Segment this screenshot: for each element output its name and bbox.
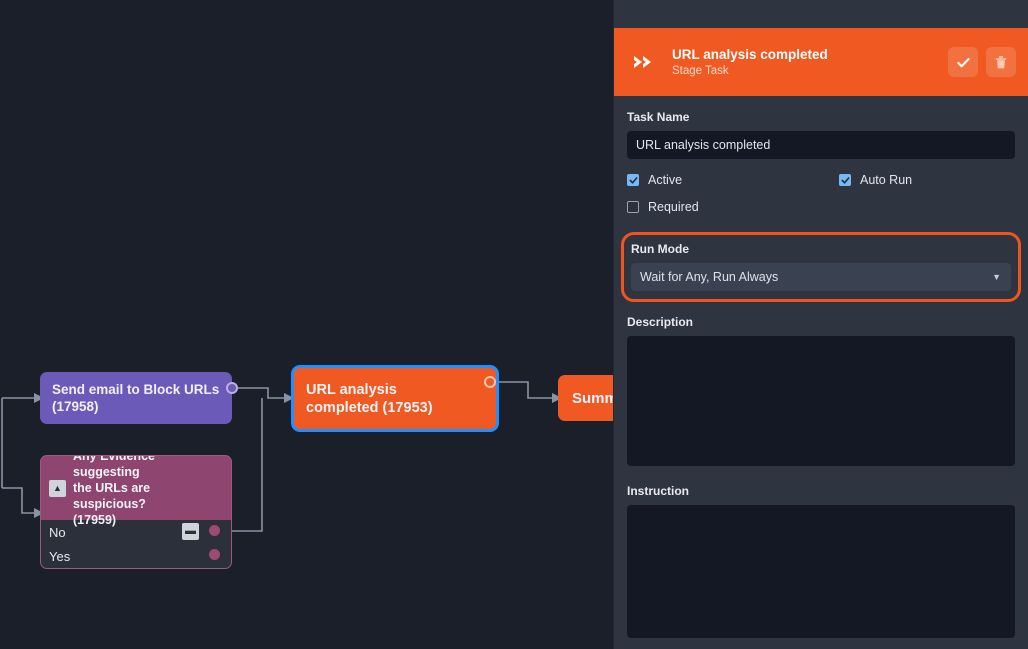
- node-url-analysis-completed[interactable]: URL analysis completed (17953): [291, 365, 499, 432]
- run-mode-label: Run Mode: [631, 242, 689, 256]
- node-option-no[interactable]: No ▬: [41, 520, 231, 544]
- confirm-button[interactable]: [948, 47, 978, 77]
- option-port-no[interactable]: [209, 525, 220, 536]
- minus-icon[interactable]: ▬: [182, 523, 199, 540]
- run-mode-select[interactable]: Wait for Any, Run Always ▼: [631, 263, 1011, 291]
- panel-body: Task Name Active Auto Run Req: [614, 96, 1028, 649]
- checkbox-box[interactable]: [627, 174, 639, 186]
- checkbox-auto-run[interactable]: Auto Run: [839, 173, 1015, 187]
- node-output-port[interactable]: [226, 382, 238, 394]
- checkbox-label: Required: [648, 200, 699, 214]
- node-send-email-to-block-urls[interactable]: Send email to Block URLs (17958): [40, 372, 232, 424]
- node-body: [298, 372, 492, 425]
- delete-button[interactable]: [986, 47, 1016, 77]
- node-options: No ▬ Yes: [41, 520, 231, 568]
- checkbox-active[interactable]: Active: [627, 173, 839, 187]
- task-flags: Active Auto Run Required: [627, 173, 1015, 214]
- panel-subtitle: Stage Task: [672, 64, 729, 77]
- chevron-down-icon: ▼: [992, 272, 1001, 282]
- node-label: URL analysis completed (17953): [306, 381, 433, 416]
- double-chevron-icon: [630, 47, 660, 77]
- panel-header: URL analysis completed Stage Task: [614, 28, 1028, 96]
- checkbox-label: Auto Run: [860, 173, 913, 187]
- node-label: Any Evidence suggesting the URLs are sus…: [73, 455, 155, 527]
- option-label: Yes: [49, 548, 71, 564]
- node-option-yes[interactable]: Yes: [41, 544, 231, 568]
- description-textarea[interactable]: [627, 336, 1015, 466]
- checkbox-box[interactable]: [627, 201, 639, 213]
- node-any-evidence-suspicious[interactable]: ▲ Any Evidence suggesting the URLs are s…: [40, 455, 232, 569]
- checkbox-box[interactable]: [839, 174, 851, 186]
- instruction-textarea[interactable]: [627, 505, 1015, 638]
- panel-title: URL analysis completed: [672, 46, 828, 62]
- node-label: Summ: [572, 389, 618, 407]
- checkbox-required[interactable]: Required: [627, 200, 839, 214]
- node-header: ▲ Any Evidence suggesting the URLs are s…: [41, 456, 231, 527]
- chevron-up-icon[interactable]: ▲: [49, 479, 66, 497]
- description-label: Description: [627, 315, 694, 329]
- option-label: No: [49, 524, 66, 540]
- task-name-label: Task Name: [627, 110, 690, 124]
- run-mode-value: Wait for Any, Run Always: [640, 270, 779, 284]
- option-port-yes[interactable]: [209, 549, 220, 560]
- panel-header-text: URL analysis completed Stage Task: [672, 46, 940, 79]
- task-name-input[interactable]: [627, 131, 1015, 159]
- checkbox-label: Active: [648, 173, 683, 187]
- node-label: Send email to Block URLs (17958): [52, 382, 220, 414]
- node-output-port[interactable]: [484, 376, 496, 388]
- instruction-label: Instruction: [627, 484, 689, 498]
- task-properties-panel: URL analysis completed Stage Task Task N…: [613, 0, 1028, 649]
- run-mode-highlight: Run Mode Wait for Any, Run Always ▼: [621, 232, 1021, 302]
